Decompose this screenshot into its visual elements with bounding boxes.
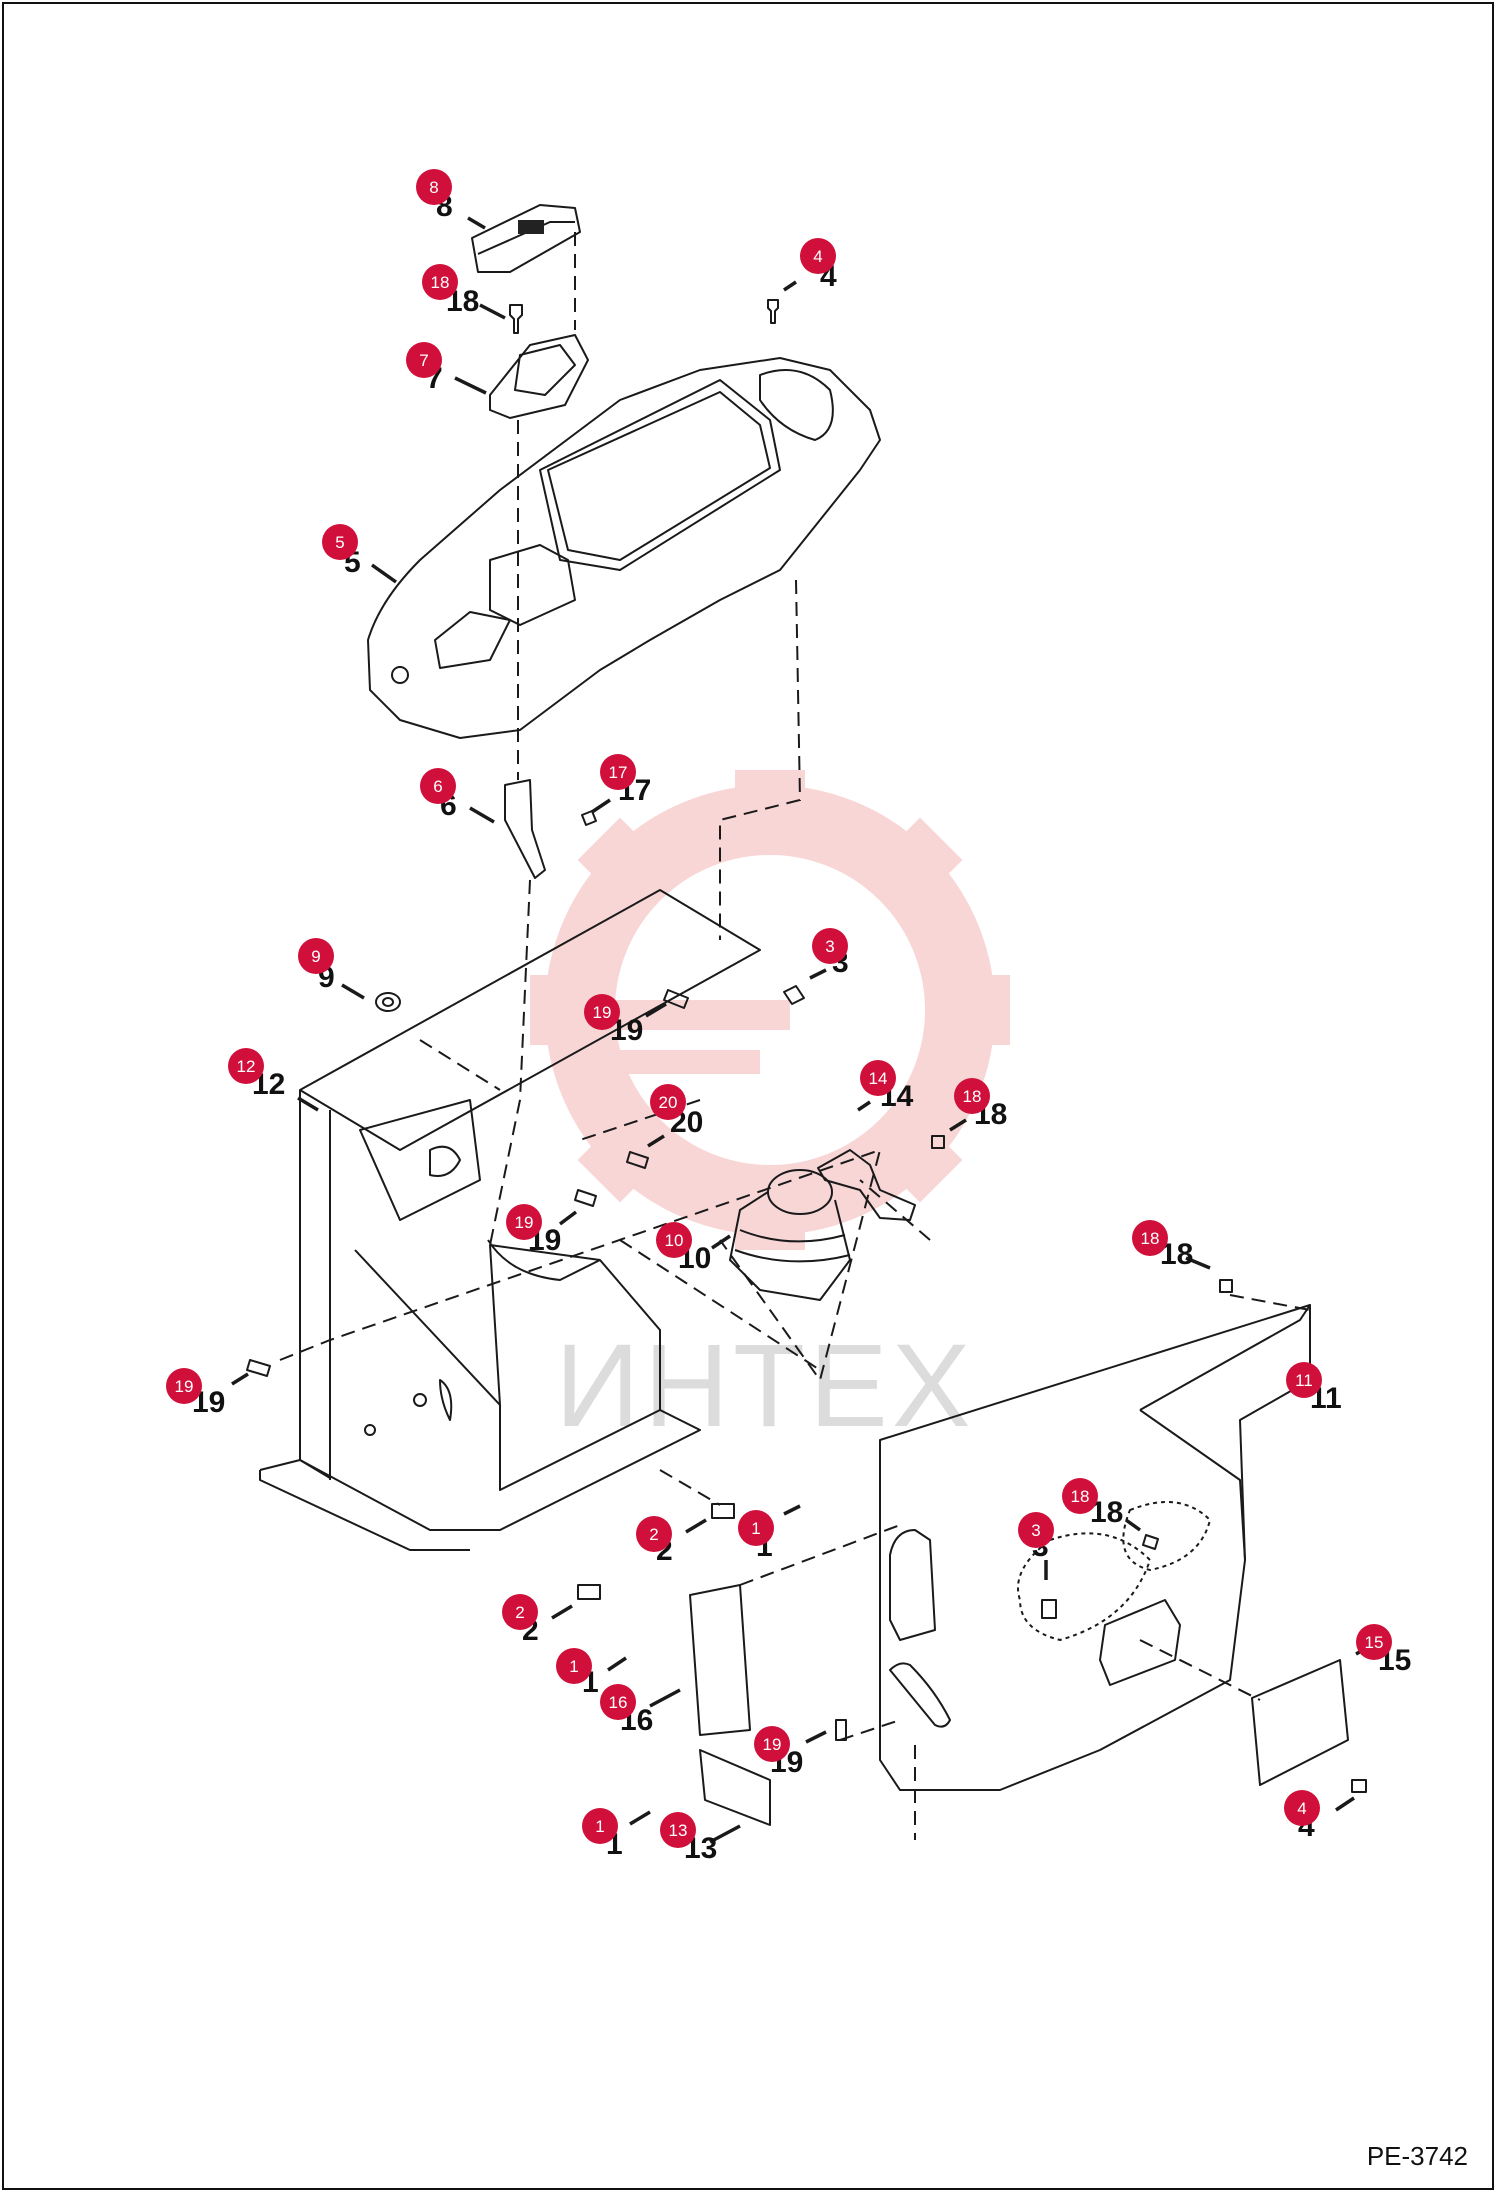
part-14-plate <box>817 1149 916 1221</box>
svg-text:2: 2 <box>515 1603 524 1622</box>
svg-text:2: 2 <box>649 1525 658 1544</box>
part-5-console <box>367 357 881 739</box>
callout-6: 66 <box>420 768 457 822</box>
svg-text:19: 19 <box>515 1213 534 1232</box>
callout-3-b: 33 <box>1018 1512 1054 1563</box>
bolt-19-a <box>663 989 689 1009</box>
part-3-clip-upper <box>783 985 805 1005</box>
svg-text:1: 1 <box>569 1657 578 1676</box>
figure-reference-id: PE-3742 <box>1366 2141 1468 2171</box>
part-16-cover <box>689 1584 751 1736</box>
svg-text:6: 6 <box>433 777 442 796</box>
callout-5: 55 <box>322 524 361 579</box>
svg-text:11: 11 <box>1295 1371 1313 1390</box>
svg-text:20: 20 <box>659 1093 678 1112</box>
part-11-side-panel <box>879 1304 1311 1791</box>
svg-text:18: 18 <box>431 273 450 292</box>
assembly-lines <box>279 232 1311 1840</box>
svg-text:15: 15 <box>1365 1633 1384 1652</box>
svg-text:18: 18 <box>1071 1487 1090 1506</box>
part-7-handle-base <box>489 334 589 419</box>
screw-18-mid <box>931 1135 945 1149</box>
callout-3-a: 33 <box>812 928 849 979</box>
svg-text:19: 19 <box>593 1003 612 1022</box>
svg-text:18: 18 <box>963 1087 982 1106</box>
watermark-text: ИНТЕХ <box>555 1320 975 1452</box>
svg-text:10: 10 <box>665 1231 684 1250</box>
svg-text:4: 4 <box>1297 1799 1306 1818</box>
svg-text:16: 16 <box>609 1693 628 1712</box>
svg-text:17: 17 <box>609 763 628 782</box>
screw-4-lower <box>1351 1779 1367 1793</box>
svg-text:19: 19 <box>175 1377 194 1396</box>
callout-2-a: 22 <box>636 1516 673 1567</box>
callout-2-b: 22 <box>502 1594 539 1647</box>
svg-text:13: 13 <box>669 1821 688 1840</box>
bolt-19-c <box>246 1359 271 1377</box>
svg-text:9: 9 <box>311 947 320 966</box>
part-2-clip-b <box>577 1584 601 1600</box>
screw-18-top <box>509 304 523 334</box>
svg-text:5: 5 <box>335 533 344 552</box>
part-8-grip-cover <box>471 204 581 273</box>
screw-17 <box>581 810 597 826</box>
screw-4-top <box>767 299 779 324</box>
bolt-19-lower <box>835 1719 847 1741</box>
part-13-cover <box>699 1749 771 1826</box>
svg-text:19: 19 <box>763 1735 782 1754</box>
callout-1-b: 11 <box>556 1648 599 1699</box>
part-2-clip-a <box>711 1503 735 1519</box>
svg-text:1: 1 <box>595 1817 604 1836</box>
svg-text:7: 7 <box>419 351 428 370</box>
svg-text:12: 12 <box>237 1057 256 1076</box>
part-12-frame <box>259 889 761 1551</box>
callout-4-b: 44 <box>1284 1790 1320 1843</box>
svg-text:3: 3 <box>825 937 834 956</box>
callout-9: 99 <box>298 938 335 994</box>
screw-18-right <box>1219 1279 1233 1293</box>
svg-text:3: 3 <box>1031 1521 1040 1540</box>
part-15-cover <box>1251 1659 1349 1786</box>
leader-lines <box>231 216 1375 1844</box>
part-9-grommet <box>375 992 401 1012</box>
bolt-19-b <box>574 1189 597 1207</box>
part-10-boot <box>729 1169 851 1301</box>
svg-text:14: 14 <box>869 1069 888 1088</box>
callout-8: 88 <box>416 169 453 223</box>
part-3-clip-lower <box>1041 1599 1057 1619</box>
part-6-bracket <box>504 779 546 879</box>
bolt-20 <box>626 1151 649 1169</box>
callout-4-a: 44 <box>800 238 837 293</box>
callout-7: 77 <box>406 342 443 395</box>
svg-text:4: 4 <box>813 247 822 266</box>
svg-text:18: 18 <box>1141 1229 1160 1248</box>
svg-text:8: 8 <box>429 178 438 197</box>
screw-18-panel <box>1142 1534 1159 1550</box>
svg-text:1: 1 <box>751 1519 760 1538</box>
callout-1-a: 11 <box>738 1510 774 1563</box>
callout-1-c: 11 <box>582 1808 623 1861</box>
